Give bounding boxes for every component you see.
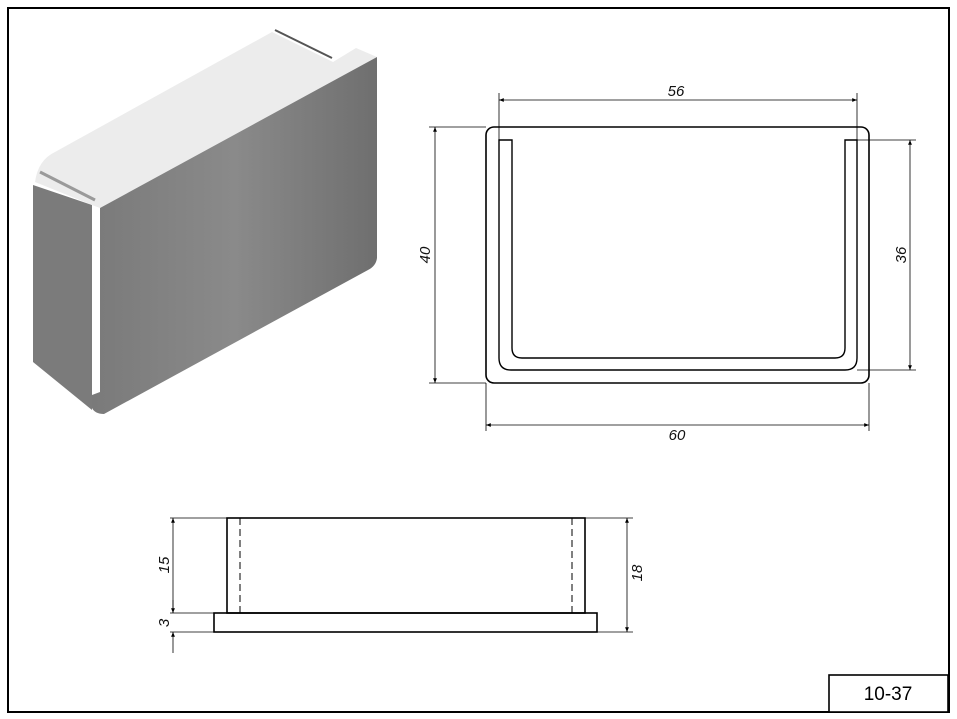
side-view (170, 517, 633, 653)
top-view (429, 93, 916, 431)
dim-40: 40 (417, 246, 434, 263)
drawing-number: 10-37 (864, 684, 913, 705)
title-block (828, 674, 949, 713)
iso-edge-highlight (39, 170, 96, 202)
u-channel (498, 139, 858, 371)
body-outline (226, 517, 586, 614)
dim-18: 18 (629, 564, 646, 581)
iso-side-face (33, 185, 92, 410)
dim-15: 15 (156, 556, 173, 573)
outer-outline (485, 126, 870, 384)
flange-outline (213, 612, 598, 633)
dim-36: 36 (893, 246, 910, 263)
iso-groove (274, 29, 333, 59)
dim-60: 60 (669, 427, 686, 444)
dim-56: 56 (668, 83, 685, 100)
dim-3: 3 (156, 618, 173, 627)
isometric-view (33, 29, 377, 414)
iso-front-face (92, 57, 377, 414)
drawing-frame (7, 7, 950, 713)
iso-top-face (35, 32, 377, 208)
